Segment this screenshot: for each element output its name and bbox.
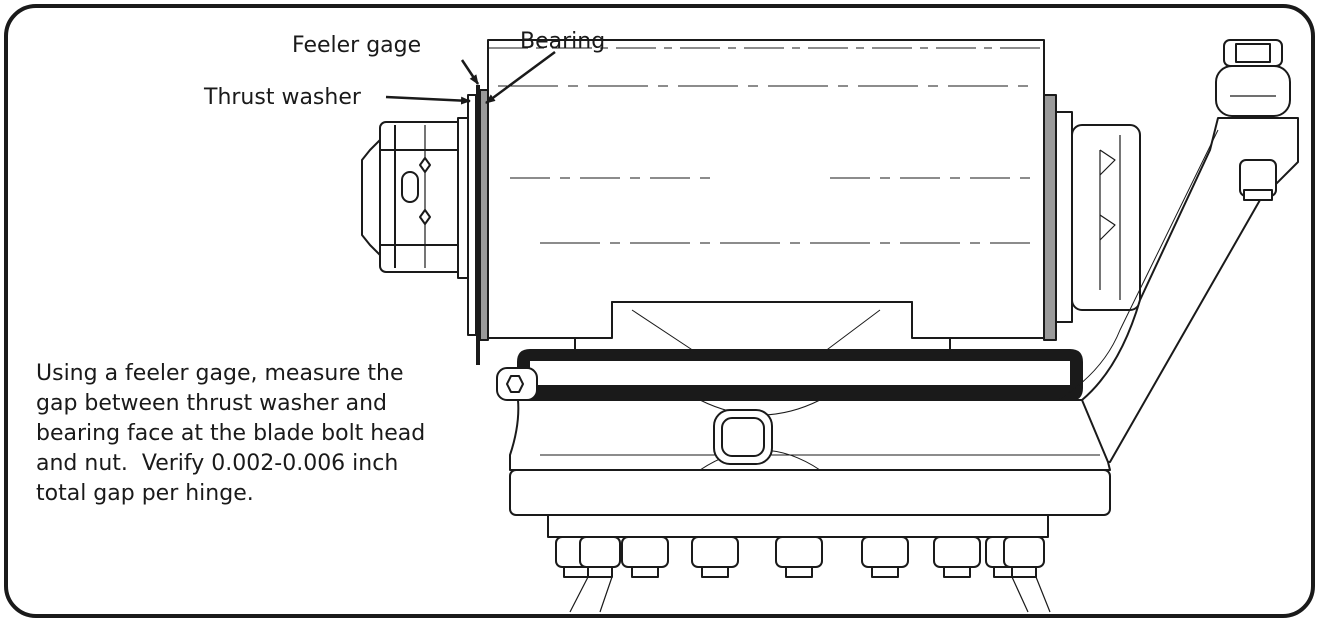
hub-body xyxy=(509,399,1111,471)
leader-lines xyxy=(385,50,556,105)
blade-bolt-nut-right xyxy=(1043,94,1141,341)
thrust-washer-leader xyxy=(385,95,471,105)
support-arm xyxy=(1029,117,1299,463)
flange-bolt xyxy=(933,536,981,578)
bolt-flange xyxy=(547,514,1049,538)
caption-line: gap between thrust washer and xyxy=(36,391,387,416)
flange-bolt xyxy=(579,536,621,578)
bearing-leader xyxy=(485,50,556,105)
flange-bolt-row xyxy=(555,536,1045,578)
flange-bolt xyxy=(775,536,823,578)
caption-line: Using a feeler gage, measure the xyxy=(36,361,404,386)
hub-center-plug xyxy=(713,409,773,465)
bearing-face xyxy=(479,89,489,341)
bearing-label: Bearing xyxy=(520,29,605,54)
feeler-gage-label: Feeler gage xyxy=(292,33,421,58)
thrust-washer-label: Thrust washer xyxy=(203,85,362,110)
flange-bolt xyxy=(691,536,739,578)
arm-stud-top xyxy=(1215,39,1291,117)
flange-bolt xyxy=(1003,536,1045,578)
feeler-gage-leader xyxy=(460,59,480,85)
caption-line: bearing face at the blade bolt head xyxy=(36,421,425,446)
bearing-cylinder xyxy=(487,39,1045,339)
blade-grip-lines xyxy=(569,576,1051,613)
flange-bolt xyxy=(621,536,669,578)
hub-base-plate xyxy=(509,469,1111,516)
caption-line: and nut. Verify 0.002-0.006 inch xyxy=(36,451,398,476)
blade-bolt-nut-left xyxy=(361,117,471,279)
feeler-gage-blade xyxy=(476,85,480,365)
hinge-lug xyxy=(574,301,951,351)
caption-line: total gap per hinge. xyxy=(36,481,254,506)
arm-jam-nut xyxy=(1239,159,1277,201)
clamp-bolt-left xyxy=(496,367,538,401)
thrust-washer xyxy=(467,94,477,336)
instruction-caption: Using a feeler gage, measure the gap bet… xyxy=(36,361,425,506)
flange-bolt xyxy=(861,536,909,578)
